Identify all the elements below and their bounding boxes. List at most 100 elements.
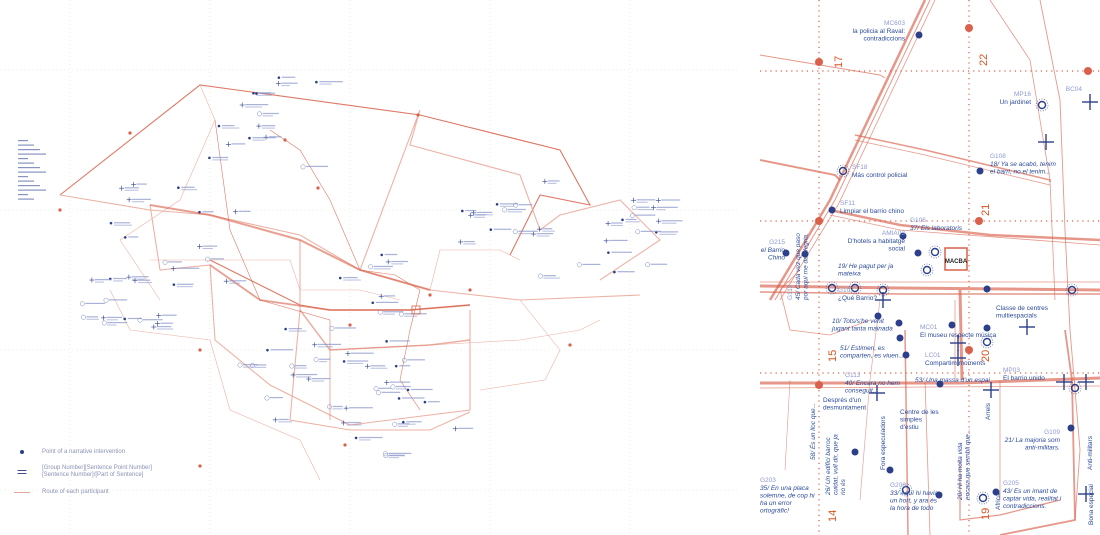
label-sample-icon: ▬▬▬▬▬▬ bbox=[17, 468, 27, 475]
label-text: Limpiar el barrio chino bbox=[840, 208, 904, 215]
narrative-point bbox=[338, 276, 342, 280]
label-stub bbox=[518, 230, 538, 232]
label-stub bbox=[124, 187, 139, 189]
participant-route bbox=[768, 0, 927, 301]
narrative-point-halo bbox=[848, 281, 862, 295]
label-stub bbox=[406, 421, 422, 423]
label-code: BC04 bbox=[1066, 86, 1083, 93]
narrative-point-ring bbox=[264, 395, 270, 401]
legend-format-line2: [Sentence Number]/[Part of Sentence] bbox=[42, 472, 144, 478]
label-code: MP03 bbox=[1003, 367, 1020, 374]
participant-route bbox=[779, 269, 871, 336]
label-stub bbox=[388, 457, 399, 459]
grid-intersection-dot bbox=[198, 464, 202, 468]
narrative-point-ring bbox=[137, 317, 143, 323]
label-stub bbox=[262, 115, 274, 117]
label-stub bbox=[132, 198, 151, 200]
label-stub bbox=[143, 319, 163, 321]
narrative-point-ring bbox=[79, 301, 85, 307]
narrative-point bbox=[874, 312, 882, 320]
narrative-point bbox=[342, 360, 346, 363]
participant-route bbox=[150, 259, 401, 301]
label-stub bbox=[106, 319, 118, 321]
narrative-point bbox=[401, 420, 405, 424]
narrative-label: Bona especial bbox=[1088, 484, 1095, 525]
overview-map[interactable] bbox=[0, 0, 740, 535]
label-text: ¿Qué Barrio? bbox=[838, 295, 877, 302]
label-stub bbox=[261, 127, 275, 129]
legend-format-line1: [Group Number][Sentence Point Number] bbox=[42, 465, 153, 471]
main-route-bundle bbox=[299, 309, 471, 351]
grid-intersection-dot bbox=[975, 217, 983, 225]
label-stub bbox=[306, 165, 329, 168]
participant-route bbox=[999, 329, 1076, 535]
narrative-point bbox=[976, 167, 984, 175]
grid-intersection-dot bbox=[965, 346, 973, 354]
label-stub bbox=[317, 346, 333, 348]
label-stub bbox=[245, 104, 269, 106]
label-text: Más control policial bbox=[852, 172, 908, 179]
grid-intersection-dot bbox=[58, 208, 62, 212]
narrative-point bbox=[354, 436, 358, 440]
grid-intersection-dot bbox=[568, 343, 572, 347]
label-stub bbox=[373, 268, 391, 270]
cross-marker-icon bbox=[385, 259, 391, 265]
label-stub bbox=[347, 362, 364, 364]
label-stub bbox=[113, 222, 131, 224]
label-stub bbox=[582, 263, 601, 266]
label-stub bbox=[465, 209, 477, 212]
label-stub bbox=[656, 209, 666, 211]
narrative-point-ring bbox=[162, 259, 168, 265]
label-code: MC603 bbox=[884, 20, 905, 27]
narrative-point bbox=[284, 327, 287, 331]
narrative-point bbox=[277, 76, 281, 79]
participant-route bbox=[774, 0, 931, 301]
narrative-point bbox=[621, 218, 624, 222]
map-legend: Point of a narrative intervention ▬▬▬▬▬▬… bbox=[8, 445, 152, 503]
label-stub bbox=[383, 313, 395, 315]
legend-route-label: Route of each participant bbox=[42, 488, 109, 495]
narrative-point-ring bbox=[827, 283, 837, 293]
cross-marker-icon bbox=[306, 376, 312, 382]
narrative-point-ring bbox=[237, 362, 243, 368]
narrative-point-ring bbox=[376, 390, 381, 396]
narrative-point bbox=[914, 249, 922, 257]
label-stub bbox=[311, 380, 325, 382]
label-stub bbox=[252, 137, 276, 139]
narrative-point-ring bbox=[205, 256, 211, 262]
grid-number: 17 bbox=[833, 56, 845, 68]
legend-route: Route of each participant bbox=[8, 485, 152, 499]
cross-marker-icon bbox=[126, 197, 132, 203]
participant-route bbox=[429, 249, 521, 291]
label-stub bbox=[221, 125, 235, 127]
grid-intersection-dot bbox=[198, 348, 202, 352]
label-stub bbox=[637, 209, 654, 211]
grid-intersection-dot bbox=[815, 381, 823, 389]
grid-number: 22 bbox=[978, 54, 990, 66]
narrative-label: Africa bbox=[995, 493, 1002, 510]
label-stub bbox=[536, 233, 554, 235]
narrative-point-ring bbox=[289, 363, 295, 369]
label-text: 53/ Una massa d'un espai bbox=[915, 377, 991, 384]
label-stub bbox=[168, 261, 182, 263]
narrative-point-ring bbox=[576, 262, 582, 268]
label-stub bbox=[311, 378, 331, 380]
narrative-point-ring bbox=[512, 229, 518, 235]
label-stub bbox=[229, 282, 241, 284]
narrative-point-ring bbox=[1070, 383, 1080, 393]
participant-route bbox=[779, 0, 936, 301]
label-code: G215 bbox=[769, 239, 785, 246]
label-stub bbox=[543, 277, 560, 279]
label-code: G107 bbox=[838, 287, 854, 294]
narrative-point bbox=[177, 186, 180, 189]
label-stub bbox=[156, 328, 174, 330]
label-text: Africa bbox=[995, 493, 1002, 510]
narrative-label: 20/ Hi ha molta vidaencara que sembli qu… bbox=[957, 429, 972, 501]
